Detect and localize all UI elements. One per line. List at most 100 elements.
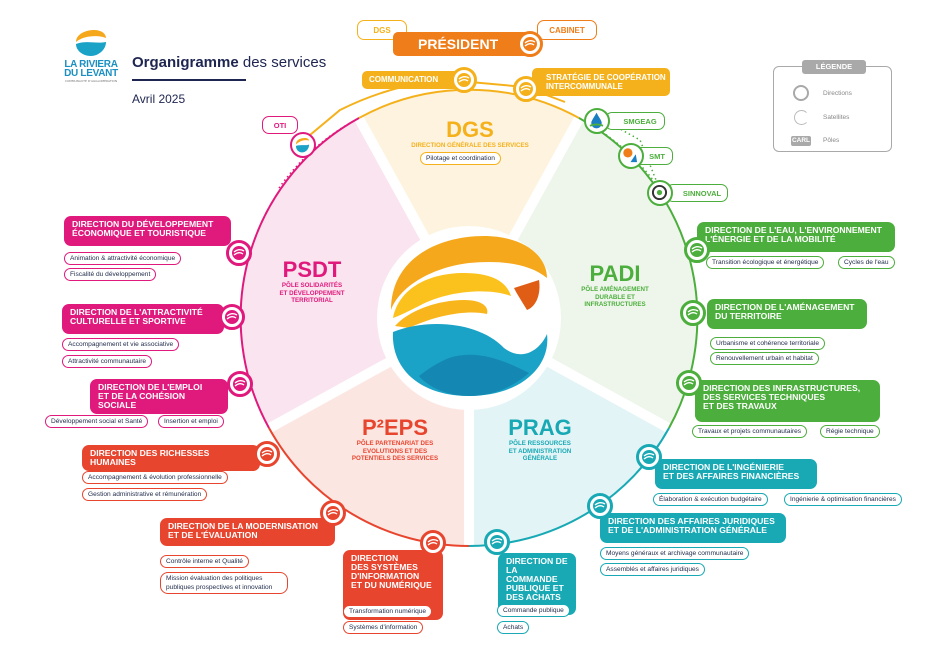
cabinet-tag[interactable]: CABINET bbox=[537, 20, 597, 40]
service-pill[interactable]: Développement social et Santé bbox=[45, 415, 149, 428]
pole-psdt-full-3: TERRITORIAL bbox=[291, 297, 333, 304]
legend-label-poles: Pôles bbox=[823, 137, 840, 144]
strategie-line1: STRATÉGIE DE COOPÉRATION bbox=[546, 73, 666, 82]
service-pill[interactable]: Achats bbox=[497, 621, 530, 634]
pole-prag-full-2: ET ADMINISTRATION bbox=[508, 447, 572, 455]
direction-title-line: ÉCONOMIQUE ET TOURISTIQUE bbox=[72, 228, 207, 238]
service-pill[interactable]: Commande publique bbox=[497, 604, 570, 617]
page-title: Organigramme des services bbox=[132, 54, 326, 71]
direction-title-line: DES SERVICES TECHNIQUES bbox=[703, 392, 826, 402]
pole-prag-code: PRAG bbox=[508, 415, 572, 440]
pole-dgs-service[interactable]: Pilotage et coordination bbox=[420, 152, 501, 165]
service-pill[interactable]: Animation & attractivité économique bbox=[64, 252, 182, 265]
pole-p2eps-code: P²EPS bbox=[361, 415, 429, 440]
service-pill[interactable]: Travaux et projets communautaires bbox=[692, 425, 808, 438]
direction-title-line: DIRECTION DE L'INGÉNIERIE bbox=[663, 462, 784, 472]
direction-title-line: DIRECTION DE bbox=[506, 556, 568, 566]
strategie-emblem-icon bbox=[513, 76, 539, 102]
direction-emblem-icon bbox=[320, 500, 346, 526]
pole-padi-full-3: INFRASTRUCTURES bbox=[584, 301, 646, 308]
direction-title-line: DES SYSTÈMES bbox=[351, 562, 418, 572]
service-pill[interactable]: Accompagnement et vie associative bbox=[62, 338, 180, 351]
service-pill[interactable]: Transformation numérique bbox=[343, 605, 433, 618]
pole-prag-full-3: GÉNÉRALE bbox=[522, 455, 558, 462]
direction-title-line: L'ÉNERGIE ET DE LA MOBILITÉ bbox=[705, 234, 836, 244]
service-pill[interactable]: Mission évaluation des politiques publiq… bbox=[160, 572, 288, 594]
pole-tag: CARL bbox=[791, 136, 811, 146]
direction-title-line: ET DE L'ADMINISTRATION GÉNÉRALE bbox=[608, 525, 767, 535]
direction-emblem-icon bbox=[219, 304, 245, 330]
logo-line2: DU LEVANT bbox=[64, 68, 118, 79]
service-pill[interactable]: Élaboration & exécution budgétaire bbox=[653, 493, 768, 506]
direction-box[interactable]: DIRECTION DES RICHESSES HUMAINES bbox=[82, 445, 260, 471]
service-pill[interactable]: Urbanisme et cohérence territoriale bbox=[710, 337, 825, 350]
direction-emblem-icon bbox=[587, 493, 613, 519]
direction-title-line: LA COMMANDE bbox=[506, 565, 558, 584]
service-pill[interactable]: Fiscalité du développement bbox=[64, 268, 157, 281]
president-box[interactable]: PRÉSIDENT bbox=[393, 32, 531, 56]
satellite-smgeag[interactable]: SMGEAG bbox=[605, 112, 665, 130]
pole-prag-full-1: PÔLE RESSOURCES bbox=[509, 440, 571, 447]
sector-psdt bbox=[240, 118, 469, 428]
service-pill[interactable]: Attractivité communautaire bbox=[62, 355, 153, 368]
service-pill[interactable]: Insertion et emploi bbox=[158, 415, 224, 428]
service-pill[interactable]: Renouvellement urbain et habitat bbox=[710, 352, 819, 365]
service-pill[interactable]: Contrôle interne et Qualité bbox=[160, 555, 249, 568]
direction-title-line: PUBLIQUE ET bbox=[506, 583, 564, 593]
service-pill[interactable]: Cycles de l'eau bbox=[838, 256, 895, 269]
pole-dgs: DGS DIRECTION GÉNÉRALE DES SERVICES bbox=[390, 118, 550, 150]
direction-emblem-icon bbox=[636, 444, 662, 470]
pole-psdt: PSDT PÔLE SOLIDARITÉS ET DÉVELOPPEMENT T… bbox=[262, 258, 362, 305]
direction-emblem-icon bbox=[484, 529, 510, 555]
direction-title-line: DIRECTION DES INFRASTRUCTURES, bbox=[703, 383, 861, 393]
logo-line1: LA RIVIERA bbox=[64, 59, 118, 70]
pole-psdt-code: PSDT bbox=[282, 257, 342, 282]
direction-title-line: DIRECTION DE L'EMPLOI bbox=[98, 382, 203, 392]
pole-psdt-full-2: ET DÉVELOPPEMENT bbox=[279, 289, 345, 297]
pole-prag: PRAG PÔLE RESSOURCES ET ADMINISTRATION G… bbox=[485, 416, 595, 463]
title-rest: des services bbox=[238, 54, 327, 71]
president-emblem-icon bbox=[517, 31, 543, 57]
service-pill[interactable]: Accompagnement & évolution professionnel… bbox=[82, 471, 228, 484]
direction-box[interactable]: DIRECTION DES INFRASTRUCTURES,DES SERVIC… bbox=[695, 380, 880, 422]
direction-emblem-icon bbox=[676, 370, 702, 396]
direction-title-line: DIRECTION DE LA MODERNISATION bbox=[168, 521, 318, 531]
pole-p2eps-full-3: POTENTIELS DES SERVICES bbox=[351, 455, 439, 462]
direction-title-line: ET DE L'ÉVALUATION bbox=[168, 530, 258, 540]
transport-icon bbox=[618, 143, 644, 169]
direction-emblem-icon bbox=[684, 237, 710, 263]
pole-p2eps: P²EPS PÔLE PARTENARIAT DES EVOLUTIONS ET… bbox=[335, 416, 455, 463]
legend-label-directions: Directions bbox=[823, 90, 852, 97]
service-pill[interactable]: Ingénierie & optimisation financières bbox=[784, 493, 902, 506]
sector-dgs bbox=[359, 89, 579, 318]
center-logo-icon bbox=[391, 236, 548, 396]
service-pill[interactable]: Assemblés et affaires juridiques bbox=[600, 563, 705, 576]
pole-psdt-full-1: PÔLE SOLIDARITÉS bbox=[281, 282, 343, 289]
direction-emblem-icon bbox=[227, 371, 253, 397]
strategie-box[interactable]: STRATÉGIE DE COOPÉRATION INTERCOMMUNALE bbox=[532, 68, 670, 96]
communication-box[interactable]: COMMUNICATION bbox=[362, 71, 462, 89]
direction-emblem-icon bbox=[420, 530, 446, 556]
direction-title-line: DIRECTION DE L'EAU, L'ENVIRONNEMENT bbox=[705, 225, 882, 235]
communication-emblem-icon bbox=[451, 67, 477, 93]
service-pill[interactable]: Systèmes d'information bbox=[343, 621, 424, 634]
satellite-oti[interactable]: OTI bbox=[262, 116, 298, 134]
direction-title-line: ET DU NUMÉRIQUE bbox=[351, 580, 432, 590]
service-pill[interactable]: Transition écologique et énergétique bbox=[706, 256, 825, 269]
satellite-sinnoval[interactable]: SINNOVAL bbox=[666, 184, 728, 202]
service-pill[interactable]: Moyens généraux et archivage communautai… bbox=[600, 547, 750, 560]
service-pill[interactable]: Régie technique bbox=[820, 425, 880, 438]
title-underline bbox=[132, 79, 246, 81]
service-pill[interactable]: Gestion administrative et rémunération bbox=[82, 488, 208, 501]
title-bold: Organigramme bbox=[132, 54, 239, 71]
pole-p2eps-full-2: EVOLUTIONS ET DES bbox=[362, 447, 428, 455]
pole-dgs-code: DGS bbox=[446, 117, 494, 142]
